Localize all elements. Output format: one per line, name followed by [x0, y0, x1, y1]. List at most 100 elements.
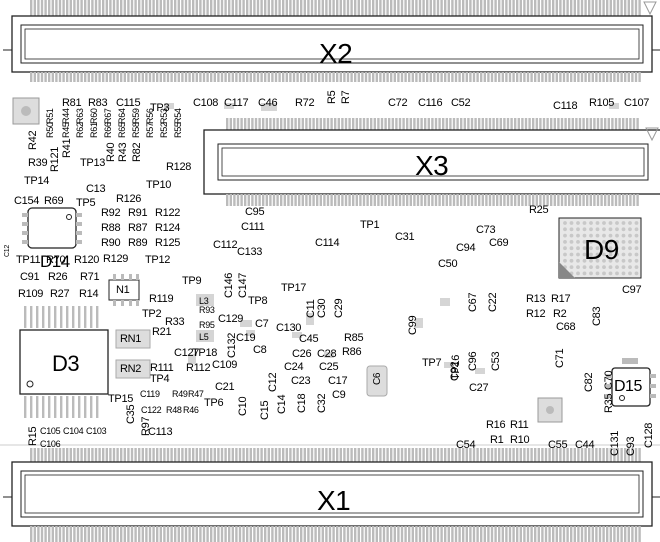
x3-pins-top: [362, 118, 366, 130]
designator-label: C108: [193, 97, 219, 109]
x1-pins-bottom: [76, 526, 80, 542]
x1-pins-bottom: [422, 526, 425, 542]
d9-ball: [582, 252, 587, 257]
x1-inner: [20, 470, 644, 518]
x3-pins-top: [312, 118, 315, 130]
x1-pins-top: [224, 448, 227, 462]
x2-pins-top: [80, 0, 83, 16]
designator-label: C50: [438, 258, 458, 270]
x3-pins-bottom: [575, 194, 578, 206]
x3-pins-bottom: [449, 194, 452, 206]
x1-pins-top: [606, 448, 609, 462]
d9-ball: [595, 265, 600, 269]
x1-pins-bottom: [624, 526, 627, 542]
designator-label: C45: [299, 333, 319, 345]
x3-pins-top: [341, 118, 344, 130]
x3-pins-bottom: [517, 194, 520, 206]
d9-ball: [628, 221, 632, 225]
x1-pins-top: [613, 448, 616, 462]
chip-d3-label: D3: [52, 351, 80, 376]
x2-pins-bottom: [382, 72, 386, 82]
x1-pins-top: [562, 448, 566, 462]
x3-pins-top: [233, 118, 236, 130]
x2-pins-top: [390, 0, 393, 16]
x2-pins-bottom: [156, 72, 159, 82]
designator-label: C103: [86, 426, 107, 436]
x2-pins-bottom: [386, 72, 389, 82]
n1-pad: [121, 300, 124, 306]
x2-pins-top: [166, 0, 170, 16]
designator-label: R17: [551, 293, 571, 305]
x1-pins-bottom: [37, 526, 40, 542]
x1-pins-bottom: [472, 526, 476, 542]
x1-pins-top: [102, 448, 105, 462]
d9-ball: [634, 265, 639, 269]
x2-pins-top: [40, 0, 44, 16]
designator-label: C109: [212, 359, 238, 371]
x1-pins-bottom: [357, 526, 360, 542]
x3-pins-bottom: [388, 194, 391, 206]
x2-pins-top: [148, 0, 152, 16]
x3-pins-bottom: [506, 194, 510, 206]
x1-pins-bottom: [127, 526, 130, 542]
d9-ball: [615, 271, 619, 276]
designator-label: R105: [589, 97, 615, 109]
d9-ball: [576, 258, 580, 263]
chip-d9-label: D9: [584, 234, 619, 265]
designator-label: C105: [40, 426, 61, 436]
x2-pins-top: [541, 0, 544, 16]
x1-pins-top: [213, 448, 216, 462]
l3-label: L3: [199, 296, 209, 306]
x3-pins-top: [384, 118, 387, 130]
x2-pins-bottom: [555, 72, 558, 82]
x3-pins-top: [632, 118, 636, 130]
x2-pins-bottom: [228, 72, 231, 82]
x2-pins-top: [422, 0, 425, 16]
resistor-network-1: [115, 329, 151, 349]
d9-ball: [576, 221, 580, 225]
x1-pins-bottom: [584, 526, 587, 542]
designator-label: C114: [315, 237, 340, 249]
x3-pins-top: [539, 118, 542, 130]
x1-pins-bottom: [609, 526, 612, 542]
designator-label: C133: [237, 246, 263, 258]
x1-pins-bottom: [285, 526, 288, 542]
x2-pins-bottom: [390, 72, 393, 82]
x2-pins-top: [224, 0, 227, 16]
x2-pins-top: [267, 0, 270, 16]
d9-ball: [602, 246, 606, 251]
designator-label: TP4: [150, 373, 170, 385]
x2-pins-bottom: [512, 72, 515, 82]
designator-label: C30: [316, 298, 328, 318]
x1-pins-bottom: [350, 526, 353, 542]
x1-pins-bottom: [300, 526, 303, 542]
d9-ball: [569, 227, 574, 232]
x1-pins-top: [130, 448, 134, 462]
x3-pins-top: [420, 118, 423, 130]
x1-pins-bottom: [487, 526, 490, 542]
x3-pins-bottom: [362, 194, 366, 206]
x2-pins-bottom: [462, 72, 465, 82]
x1-pins-top: [469, 448, 472, 462]
x2-pins-bottom: [480, 72, 483, 82]
designator-label: C131: [609, 430, 621, 456]
x2-pins-bottom: [289, 72, 292, 82]
x1-pins-top: [465, 448, 468, 462]
designator-label: R126: [116, 193, 142, 205]
x2-pins-bottom: [253, 72, 256, 82]
x2-pins-bottom: [264, 72, 267, 82]
designator-label: TP9: [182, 275, 202, 287]
x1-pins-top: [199, 448, 202, 462]
x1-pins-bottom: [238, 526, 242, 542]
x2-pins-top: [447, 0, 450, 16]
x3-pins-bottom: [524, 194, 528, 206]
x1-pins-bottom: [606, 526, 609, 542]
designator-label: C68: [556, 321, 576, 333]
x1-pins-top: [379, 448, 382, 462]
x1-pins-bottom: [361, 526, 364, 542]
smd-pad: [444, 362, 454, 368]
x1-pins-top: [393, 448, 396, 462]
x1-pins-bottom: [105, 526, 108, 542]
x3-pins-top: [629, 118, 632, 130]
d9-ball: [582, 233, 587, 238]
